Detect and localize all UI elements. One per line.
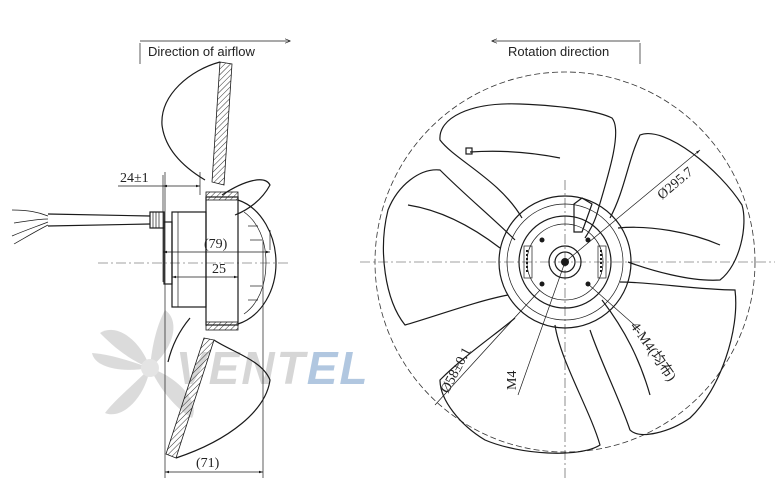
dim-thread: M4: [505, 371, 520, 390]
fan-blades: [382, 103, 745, 454]
motor-body: [163, 191, 277, 331]
ventel-watermark-logo: VENTEL: [92, 310, 367, 418]
airflow-label: Direction of airflow: [148, 44, 256, 59]
dim-motor-body: 25: [212, 262, 226, 277]
front-view: Rotation direction: [360, 41, 775, 480]
dim-motor-length: (79): [204, 237, 228, 252]
rotation-label: Rotation direction: [508, 44, 609, 59]
fan-hub: [498, 195, 632, 329]
dim-hub-pcd: Ø58±0.1: [438, 345, 474, 396]
dim-flange-offset: 24±1: [120, 171, 149, 186]
side-view: Direction of airflow: [11, 41, 290, 478]
upper-blade: [161, 61, 271, 216]
blade-sweep-circle: [374, 71, 756, 453]
watermark-fan-icon: [92, 310, 194, 418]
dim-blade-depth: (71): [196, 456, 220, 471]
dim-holes: 4-M4(均布): [627, 319, 680, 385]
cable-wires: [11, 209, 165, 245]
lower-blade: [165, 317, 271, 459]
